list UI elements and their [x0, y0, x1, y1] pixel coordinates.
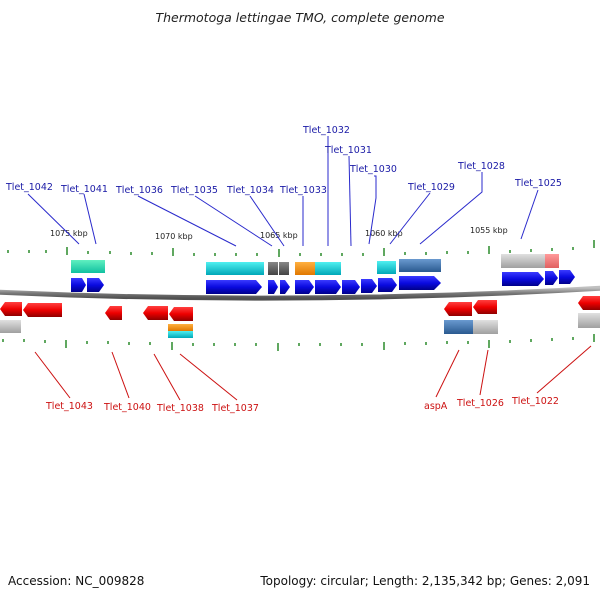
lower-ticks	[2, 334, 595, 351]
feature-block	[473, 320, 498, 334]
gene-label-forward: Tlet_1030	[349, 164, 397, 175]
gene-label-forward: Tlet_1028	[457, 161, 505, 172]
feature-block	[377, 261, 396, 274]
feature-block	[399, 259, 441, 272]
gene-arrow-forward	[361, 279, 377, 293]
gene-arrow-forward	[206, 280, 262, 294]
scale-label-1070: 1070 kbp	[155, 232, 193, 241]
feature-block	[315, 262, 341, 275]
feature-block	[545, 254, 559, 268]
gene-arrow-forward	[399, 276, 441, 290]
gene-arrow-reverse	[169, 307, 193, 321]
gene-arrow-forward	[502, 272, 544, 286]
feature-block	[444, 320, 473, 334]
gene-label-reverse: Tlet_1043	[45, 401, 93, 412]
forward-leader-lines	[27, 136, 539, 247]
upper-ticks	[7, 240, 595, 257]
accession-label: Accession: NC_009828	[8, 574, 145, 588]
gene-label-forward: Tlet_1029	[407, 182, 455, 193]
gene-arrow-forward	[545, 271, 558, 285]
gene-arrow-forward	[378, 278, 397, 292]
gene-label-reverse: Tlet_1038	[156, 403, 204, 414]
gene-label-forward: Tlet_1032	[302, 125, 350, 136]
feature-block	[71, 260, 105, 273]
gene-label-reverse: Tlet_1022	[511, 396, 559, 407]
gene-label-forward: Tlet_1034	[226, 185, 274, 196]
feature-block	[295, 262, 315, 275]
scale-label-1060: 1060 kbp	[365, 229, 403, 238]
gene-label-forward: Tlet_1035	[170, 185, 218, 196]
feature-block	[206, 262, 264, 275]
gene-arrow-reverse	[0, 302, 22, 316]
feature-block	[268, 262, 278, 275]
gene-arrow-forward	[268, 280, 278, 294]
feature-block	[168, 331, 193, 338]
gene-arrow-reverse	[444, 302, 472, 316]
gene-label-forward: Tlet_1025	[514, 178, 562, 189]
reverse-genes	[0, 296, 600, 321]
gene-label-forward: Tlet_1033	[279, 185, 327, 196]
lower-feature-blocks	[0, 313, 600, 338]
gene-label-forward: Tlet_1036	[115, 185, 163, 196]
gene-label-forward: Tlet_1042	[5, 182, 53, 193]
feature-block	[279, 262, 289, 275]
gene-label-forward: Tlet_1041	[60, 184, 108, 195]
gene-arrow-forward	[71, 278, 86, 292]
genome-backbone	[0, 285, 600, 301]
gene-label-reverse: Tlet_1037	[211, 403, 259, 414]
feature-block	[578, 313, 600, 328]
gene-arrow-reverse	[23, 303, 62, 317]
feature-block	[501, 254, 545, 268]
gene-arrow-reverse	[473, 300, 497, 314]
gene-arrow-reverse	[143, 306, 168, 320]
gene-arrow-reverse	[105, 306, 122, 320]
reverse-leader-lines	[34, 345, 592, 401]
feature-block	[0, 320, 21, 333]
gene-label-reverse: Tlet_1026	[456, 398, 504, 409]
gene-label-reverse: Tlet_1040	[103, 402, 151, 413]
gene-label-reverse: aspA	[424, 401, 448, 412]
gene-label-forward: Tlet_1031	[324, 145, 372, 156]
gene-arrow-forward	[559, 270, 575, 284]
topology-label: Topology: circular; Length: 2,135,342 bp…	[260, 574, 590, 588]
gene-arrow-forward	[280, 280, 290, 294]
gene-arrow-forward	[87, 278, 104, 292]
upper-feature-blocks	[71, 254, 559, 275]
gene-arrow-reverse	[578, 296, 600, 310]
gene-arrow-forward	[295, 280, 314, 294]
scale-label-1055: 1055 kbp	[470, 226, 508, 235]
forward-genes	[71, 270, 575, 294]
gene-arrow-forward	[315, 280, 341, 294]
gene-arrow-forward	[342, 280, 360, 294]
map-title: Thermotoga lettingae TMO, complete genom…	[155, 10, 445, 25]
feature-block	[168, 324, 193, 331]
scale-label-1065: 1065 kbp	[260, 231, 298, 240]
